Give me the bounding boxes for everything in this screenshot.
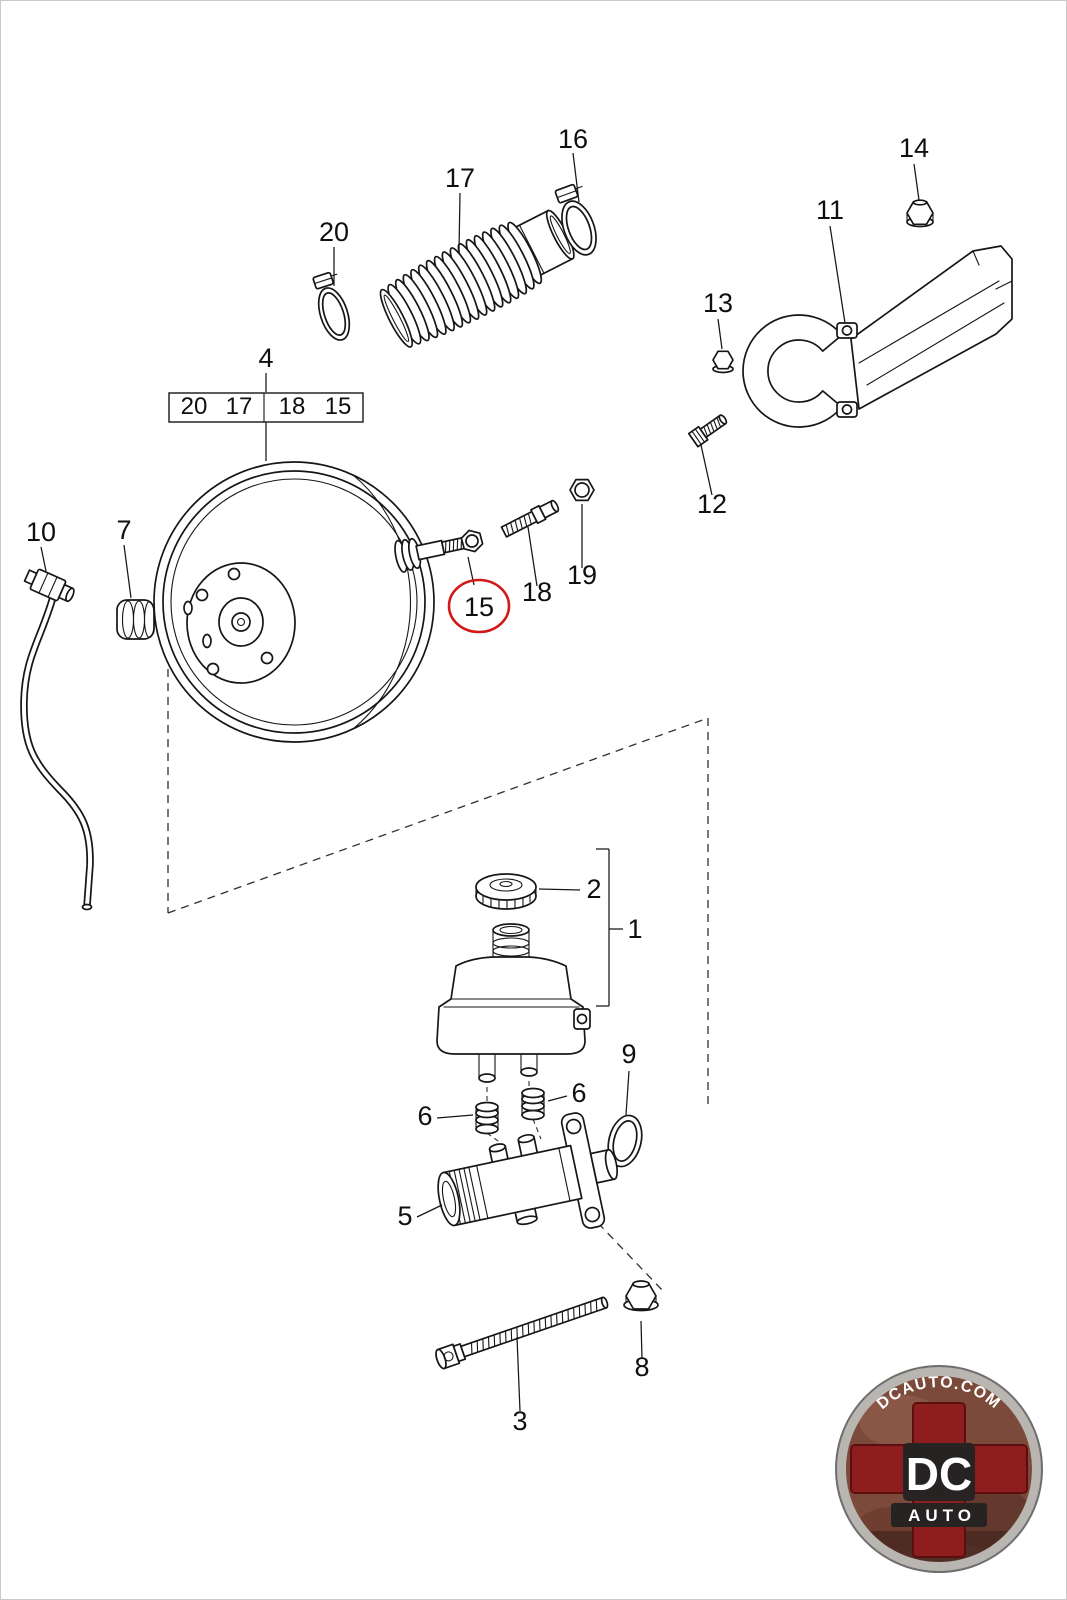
callout-3[interactable]: 3: [512, 1406, 527, 1436]
part-5-master-cylinder: [437, 1112, 619, 1229]
callout-13[interactable]: 13: [703, 288, 733, 318]
part-10-vacuum-pipe: [20, 568, 94, 911]
part-14-nut: [906, 199, 934, 228]
badge-auto-band: [891, 1503, 987, 1527]
part-6-seal-left: [475, 1101, 499, 1135]
part-11-support-bracket: [742, 245, 1013, 428]
part-8-flange-nut: [623, 1280, 659, 1312]
callout-20[interactable]: 20: [319, 217, 349, 247]
callout-12[interactable]: 12: [697, 489, 727, 519]
part-20-hose-clamp: [312, 271, 351, 341]
callout-10[interactable]: 10: [26, 517, 56, 547]
callout-17[interactable]: 17: [445, 163, 475, 193]
highlight-circle: [447, 578, 511, 634]
part-13-nut: [712, 350, 734, 374]
part-7-grommet: [116, 599, 156, 640]
badge-initials: DC: [906, 1448, 972, 1500]
callout-14[interactable]: 14: [899, 133, 929, 163]
callout-4[interactable]: 4: [258, 343, 273, 373]
callout-6-right[interactable]: 6: [571, 1078, 586, 1108]
callout-18[interactable]: 18: [522, 577, 552, 607]
part-1-assembly-bracket: [596, 848, 623, 1007]
callout-7[interactable]: 7: [116, 515, 131, 545]
part-2-reservoir-cap: [475, 873, 537, 910]
part-3-mounting-bolt: [435, 1296, 609, 1370]
badge-word: AUTO: [908, 1506, 976, 1525]
ref-box-cell: 20: [181, 393, 208, 420]
callout-9[interactable]: 9: [621, 1039, 636, 1069]
part-6-seal-right: [521, 1087, 545, 1121]
part-16-hose-clamp: [554, 183, 597, 256]
callout-6-left[interactable]: 6: [417, 1101, 432, 1131]
callout-labels: 16 17 20 14 11 13 12 4 10 7 18 19 2 1 9 …: [26, 124, 929, 1436]
part-19-nut: [569, 478, 595, 502]
ref-box-cell: 15: [325, 393, 352, 420]
callout-15-highlighted[interactable]: 15: [447, 578, 511, 634]
callout-19[interactable]: 19: [567, 560, 597, 590]
callout-11[interactable]: 11: [816, 195, 844, 225]
ref-box-cell: 18: [279, 393, 306, 420]
dcauto-logo-badge: DC AUTO DCAUTO.COM: [835, 1365, 1043, 1573]
part-17-vacuum-hose: [379, 209, 575, 348]
callout-16[interactable]: 16: [558, 124, 588, 154]
booster-pushrod: [394, 536, 470, 573]
ref-box-cell: 17: [226, 393, 253, 420]
callout-8[interactable]: 8: [634, 1352, 649, 1382]
callout-leader-lines: [40, 152, 920, 1412]
included-parts-ref-box: 20 17 18 15: [168, 392, 364, 423]
callout-1[interactable]: 1: [627, 914, 642, 944]
part-12-bolt: [687, 414, 728, 448]
part-15-nut: [460, 529, 484, 553]
part-4-brake-booster: [153, 461, 470, 743]
part-18-bolt: [500, 499, 560, 538]
callout-2[interactable]: 2: [586, 874, 601, 904]
callout-5[interactable]: 5: [397, 1201, 412, 1231]
part-9-o-ring: [607, 1114, 643, 1168]
callout-15[interactable]: 15: [464, 592, 494, 622]
badge-dc-panel: [903, 1443, 975, 1501]
reservoir-body: [436, 923, 591, 1083]
